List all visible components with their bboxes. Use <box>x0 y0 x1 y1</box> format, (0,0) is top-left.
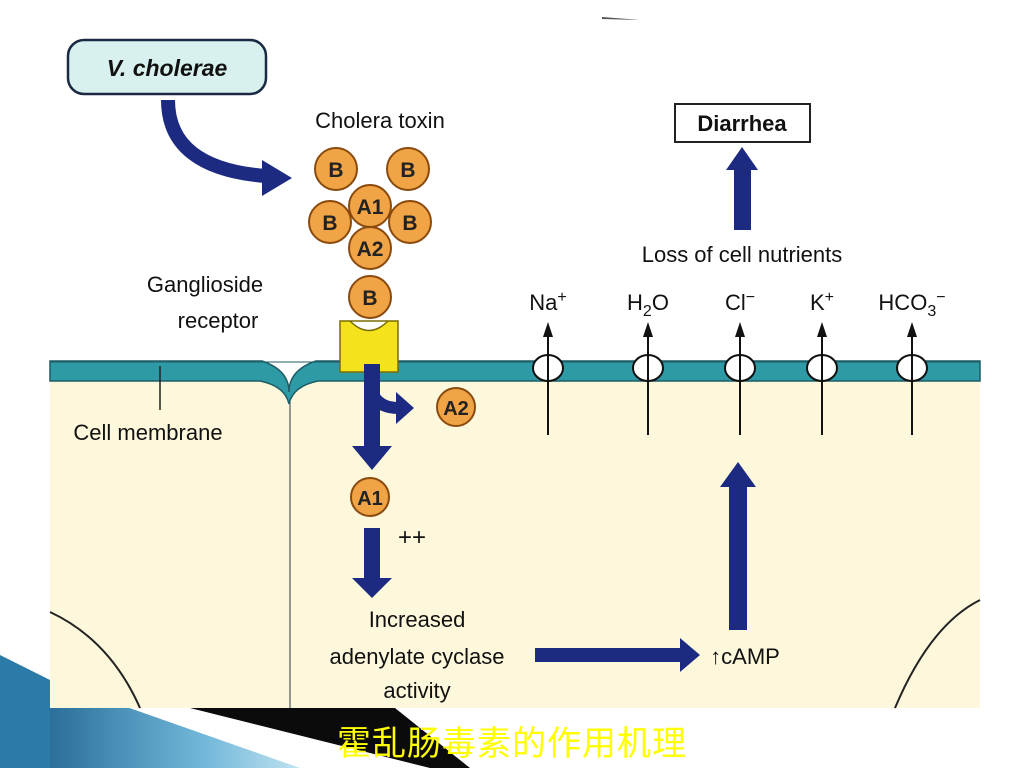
diarrhea-label: Diarrhea <box>697 111 787 136</box>
toxin-subunit-label: A1 <box>357 196 384 219</box>
ion-channel-0: Na+ <box>529 289 567 435</box>
ion-channel-3: K+ <box>806 289 838 435</box>
toxin-subunit-b-6: B <box>348 275 392 319</box>
enzyme-label-group: Increased adenylate cyclase activity <box>330 607 505 703</box>
loss-label: Loss of cell nutrients <box>642 242 843 267</box>
activation-mark: ++ <box>398 524 426 551</box>
membrane-label-group: Cell membrane <box>73 366 223 445</box>
arrow-to-camp <box>535 638 700 672</box>
enzyme-label-line2: adenylate cyclase <box>330 644 505 669</box>
ion-channel-4: HCO3− <box>878 289 946 435</box>
ion-channel-1: H2O <box>627 290 669 435</box>
membrane-label: Cell membrane <box>73 420 222 445</box>
activation-arrow: ++ <box>352 524 426 598</box>
toxin-subunit-a1-2: A1 <box>348 184 392 228</box>
arrow-to-toxin <box>161 99 292 196</box>
vcholerae-box: V. cholerae <box>66 38 268 96</box>
receptor-label-line1: Ganglioside <box>147 272 263 297</box>
arrow-camp-to-channels <box>720 462 756 630</box>
ion-label: Na+ <box>529 289 566 315</box>
vcholerae-label: V. cholerae <box>107 55 228 81</box>
ion-label: K+ <box>810 289 834 315</box>
toxin-subunit-label: B <box>328 159 343 182</box>
subunit-a2-label: A2 <box>443 398 469 420</box>
slide-caption: 霍乱肠毒素的作用机理 <box>337 724 687 764</box>
ion-label: HCO3− <box>878 289 945 320</box>
toxin-subunit-label: B <box>402 212 417 235</box>
subunit-a2-released: A2 <box>436 387 476 427</box>
toxin-entry-arrows <box>352 364 414 470</box>
toxin-subunit-b-3: B <box>308 200 352 244</box>
toxin-subunit-label: B <box>322 212 337 235</box>
toxin-subunit-label: B <box>400 159 415 182</box>
toxin-subunit-a2-5: A2 <box>348 226 392 270</box>
ion-label: H2O <box>627 290 669 320</box>
ion-channels: Na+ H2O Cl− K+ HCO3− <box>529 289 946 435</box>
ion-label: Cl− <box>725 289 755 315</box>
toxin-subunit-b-4: B <box>388 200 432 244</box>
toxin-subunit-b-1: B <box>386 147 430 191</box>
cell-region <box>49 380 981 709</box>
toxin-subunit-label: A2 <box>357 238 384 261</box>
enzyme-label-line3: activity <box>383 678 450 703</box>
toxin-subunit-b-0: B <box>314 147 358 191</box>
diarrhea-box: Diarrhea <box>674 103 811 143</box>
arrow-to-diarrhea <box>726 147 758 230</box>
toxin-title: Cholera toxin <box>315 108 445 133</box>
toxin-subunit-label: B <box>362 287 377 310</box>
camp-label: ↑cAMP <box>710 644 780 669</box>
ion-channel-2: Cl− <box>724 289 756 435</box>
subunit-a1-label: A1 <box>357 488 383 510</box>
subunit-a1-active: A1 <box>350 477 390 517</box>
ganglioside-receptor: Ganglioside receptor <box>147 272 399 373</box>
enzyme-label-line1: Increased <box>369 607 466 632</box>
receptor-label-line2: receptor <box>178 308 259 333</box>
